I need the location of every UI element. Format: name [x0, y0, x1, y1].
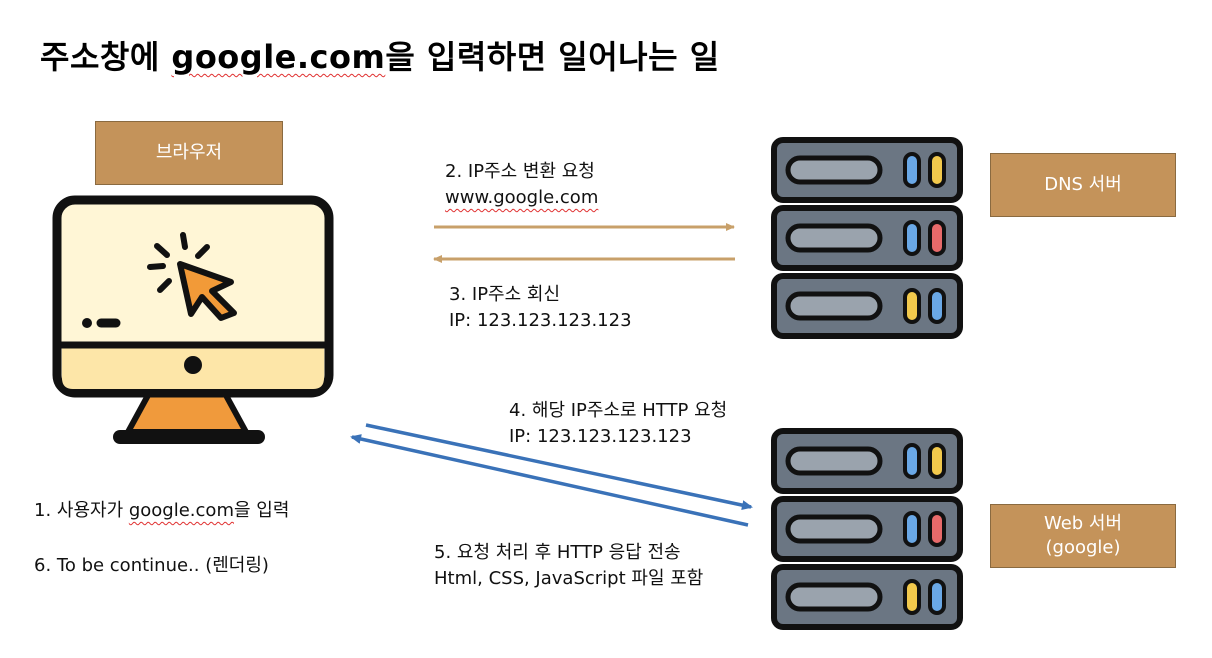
http-request-arrow: [365, 423, 753, 511]
step1-suffix: 을 입력: [233, 500, 290, 521]
step3-ip: IP: 123.123.123.123: [449, 310, 632, 332]
title-prefix: 주소창에: [40, 38, 172, 76]
step1-prefix: 1. 사용자가: [34, 500, 129, 521]
step2-label: 2. IP주소 변환 요청 www.google.com: [445, 159, 598, 211]
title-url: google.com: [171, 38, 386, 76]
page-title: 주소창에 google.com을 입력하면 일어나는 일: [40, 32, 720, 78]
step4-title: 4. 해당 IP주소로 HTTP 요청: [509, 400, 728, 421]
step5-files: Html, CSS, JavaScript 파일 포함: [434, 568, 704, 590]
step5-title: 5. 요청 처리 후 HTTP 응답 전송: [434, 542, 681, 563]
step1-label: 1. 사용자가 google.com을 입력: [34, 498, 289, 524]
browser-tag: 브라우저: [95, 121, 283, 185]
desktop-monitor-icon: [52, 195, 334, 444]
step2-title: 2. IP주소 변환 요청: [445, 161, 595, 182]
step4-label: 4. 해당 IP주소로 HTTP 요청 IP: 123.123.123.123: [509, 398, 727, 450]
web-server-tag: Web 서버 (google): [990, 504, 1176, 568]
step2-domain: www.google.com: [445, 187, 599, 209]
dns-server-tag: DNS 서버: [990, 153, 1176, 217]
dns-server-icon: [771, 137, 963, 339]
step3-title: 3. IP주소 회신: [449, 284, 561, 305]
web-server-host: (google): [1045, 537, 1121, 558]
step3-label: 3. IP주소 회신 IP: 123.123.123.123: [449, 282, 632, 334]
web-server-icon: [771, 428, 963, 630]
web-server-name: Web 서버: [1043, 512, 1123, 534]
step6-label: 6. To be continue.. (렌더링): [34, 555, 269, 576]
step1-url: google.com: [128, 500, 234, 521]
step5-label: 5. 요청 처리 후 HTTP 응답 전송 Html, CSS, JavaScr…: [434, 540, 703, 592]
title-suffix: 을 입력하면 일어나는 일: [385, 38, 720, 76]
step4-ip: IP: 123.123.123.123: [509, 426, 692, 448]
http-response-arrow: [350, 434, 749, 527]
